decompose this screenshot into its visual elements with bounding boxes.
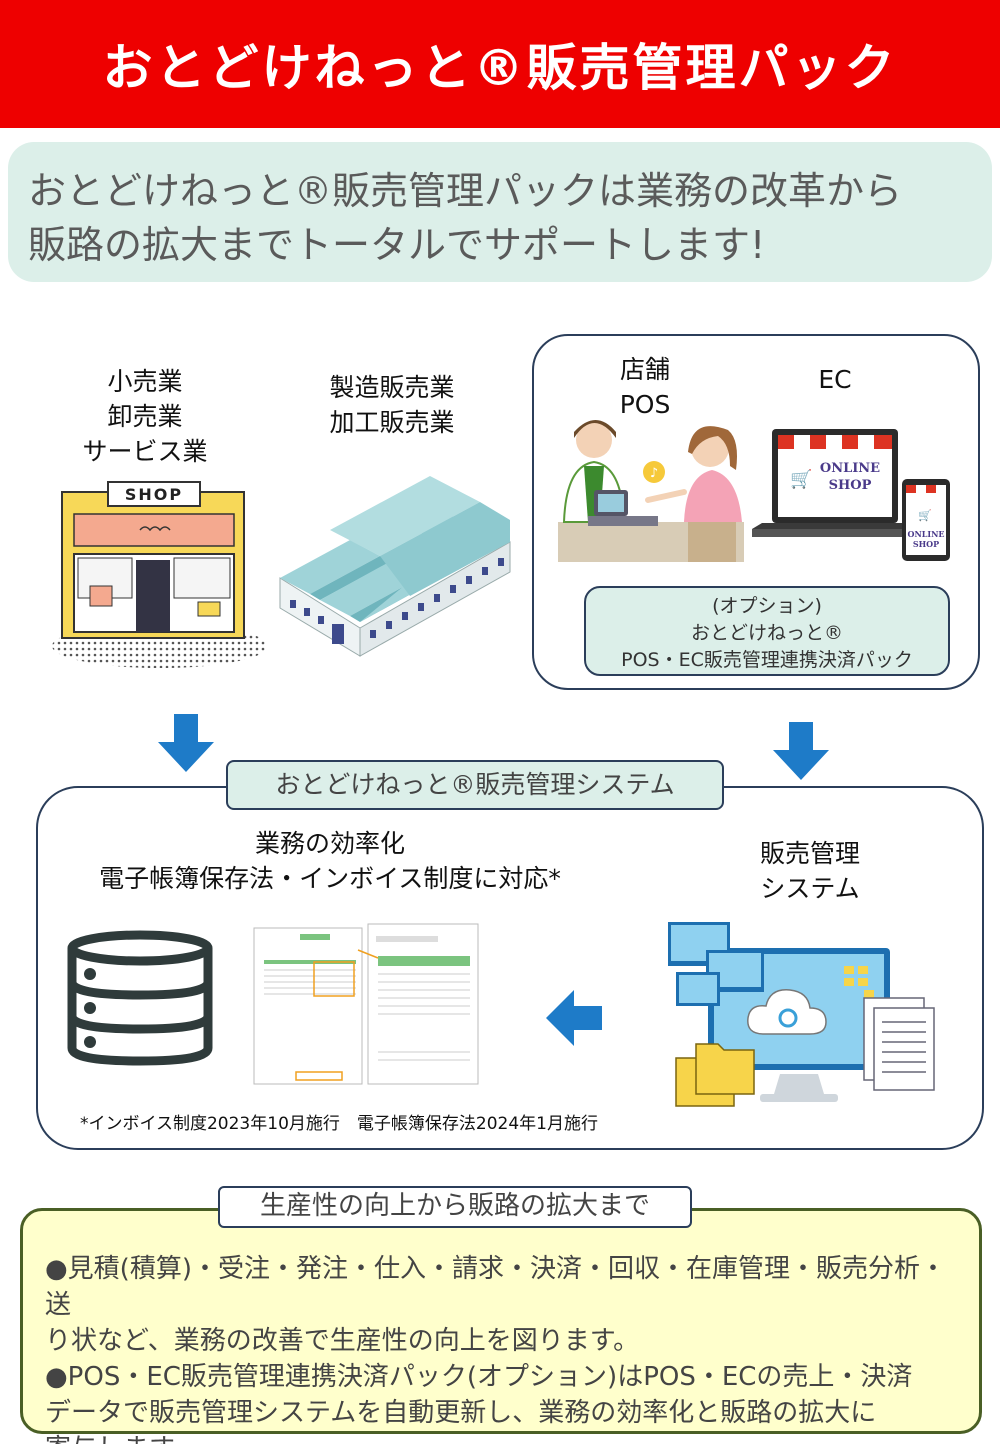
pos-label-line-2: POS xyxy=(619,390,671,419)
option-line-3: POS・EC販売管理連携決済パック xyxy=(621,649,913,671)
retail-line-2: 卸売業 xyxy=(107,402,183,431)
header-banner: おとどけねっと®販売管理パック xyxy=(0,0,1000,128)
benefit-1-line-2: り状など、業務の改善で生産性の向上を図ります。 xyxy=(45,1326,640,1356)
retail-line-1: 小売業 xyxy=(107,367,183,396)
intro-line-1: おとどけねっと®販売管理パックは業務の改革から xyxy=(28,169,903,213)
pos-label-line-1: 店舗 xyxy=(619,355,670,384)
laptop-illustration: 🛒 ONLINE SHOP 🛒 ONLINE SHOP xyxy=(752,429,950,561)
feature-line-2: 電子帳簿保存法・インボイス制度に対応* xyxy=(99,864,561,893)
sales-system-line-1: 販売管理 xyxy=(759,839,860,868)
online-shop-text-2: SHOP xyxy=(829,478,872,493)
arrow-down-left-icon xyxy=(158,714,214,772)
ec-label: EC xyxy=(818,365,852,394)
pos-label: 店舗 POS xyxy=(595,352,695,422)
manufacturing-line-1: 製造販売業 xyxy=(329,373,455,402)
arrow-down-right-icon xyxy=(773,722,829,780)
arrow-left-icon xyxy=(546,990,602,1046)
system-feature-label: 業務の効率化 電子帳簿保存法・インボイス制度に対応* xyxy=(60,826,600,896)
sales-system-label: 販売管理 システム xyxy=(740,836,880,906)
retail-line-3: サービス業 xyxy=(82,437,208,466)
feature-line-1: 業務の効率化 xyxy=(254,829,405,858)
svg-text:🛒: 🛒 xyxy=(918,509,932,522)
manufacturing-label: 製造販売業 加工販売業 xyxy=(312,370,472,440)
benefit-2-line-2: データで販売管理システムを自動更新し、業務の効率化と販路の拡大に xyxy=(45,1398,877,1428)
page-title: おとどけねっと®販売管理パック xyxy=(102,39,898,97)
svg-text:🛒: 🛒 xyxy=(790,468,812,490)
factory-illustration xyxy=(279,476,511,657)
option-line-2: おとどけねっと® xyxy=(690,622,843,644)
sales-system-tab: おとどけねっと®販売管理システム xyxy=(226,760,724,810)
option-line-1: (オプション) xyxy=(712,595,822,617)
retail-label: 小売業 卸売業 サービス業 xyxy=(70,364,220,469)
intro-line-2: 販路の拡大までトータルでサポートします! xyxy=(28,223,766,267)
online-shop-text-1: ONLINE xyxy=(820,461,880,476)
benefits-box: ●見積(積算)・受注・発注・仕入・請求・決済・回収・在庫管理・販売分析・送 り状… xyxy=(20,1208,982,1444)
sales-system-line-2: システム xyxy=(760,874,860,903)
option-pack-box: (オプション) おとどけねっと® POS・EC販売管理連携決済パック xyxy=(584,586,950,676)
benefit-2-line-1: ●POS・EC販売管理連携決済パック(オプション)はPOS・ECの売上・決済 xyxy=(45,1362,913,1392)
database-icon xyxy=(67,930,213,1066)
shop-sign-text: SHOP xyxy=(125,485,183,504)
pos-illustration: ♪ xyxy=(558,420,744,562)
sales-system-computer-illustration xyxy=(668,922,935,1107)
manufacturing-line-2: 加工販売業 xyxy=(329,408,455,437)
invoice-documents-illustration xyxy=(253,923,479,1085)
benefits-tab: 生産性の向上から販路の拡大まで xyxy=(218,1186,692,1228)
svg-text:♪: ♪ xyxy=(650,466,658,481)
tablet-shop-text-1: ONLINE xyxy=(907,529,944,539)
enforcement-footnote: *インボイス制度2023年10月施行 電子帳簿保存法2024年1月施行 xyxy=(80,1114,598,1134)
benefit-2-line-3: 寄与します。 xyxy=(45,1431,963,1444)
intro-panel: おとどけねっと®販売管理パックは業務の改革から 販路の拡大までトータルでサポート… xyxy=(8,142,992,282)
benefit-1-line-1: ●見積(積算)・受注・発注・仕入・請求・決済・回収・在庫管理・販売分析・送 xyxy=(45,1254,946,1320)
tablet-shop-text-2: SHOP xyxy=(913,539,939,549)
shop-illustration: SHOP xyxy=(52,481,268,668)
